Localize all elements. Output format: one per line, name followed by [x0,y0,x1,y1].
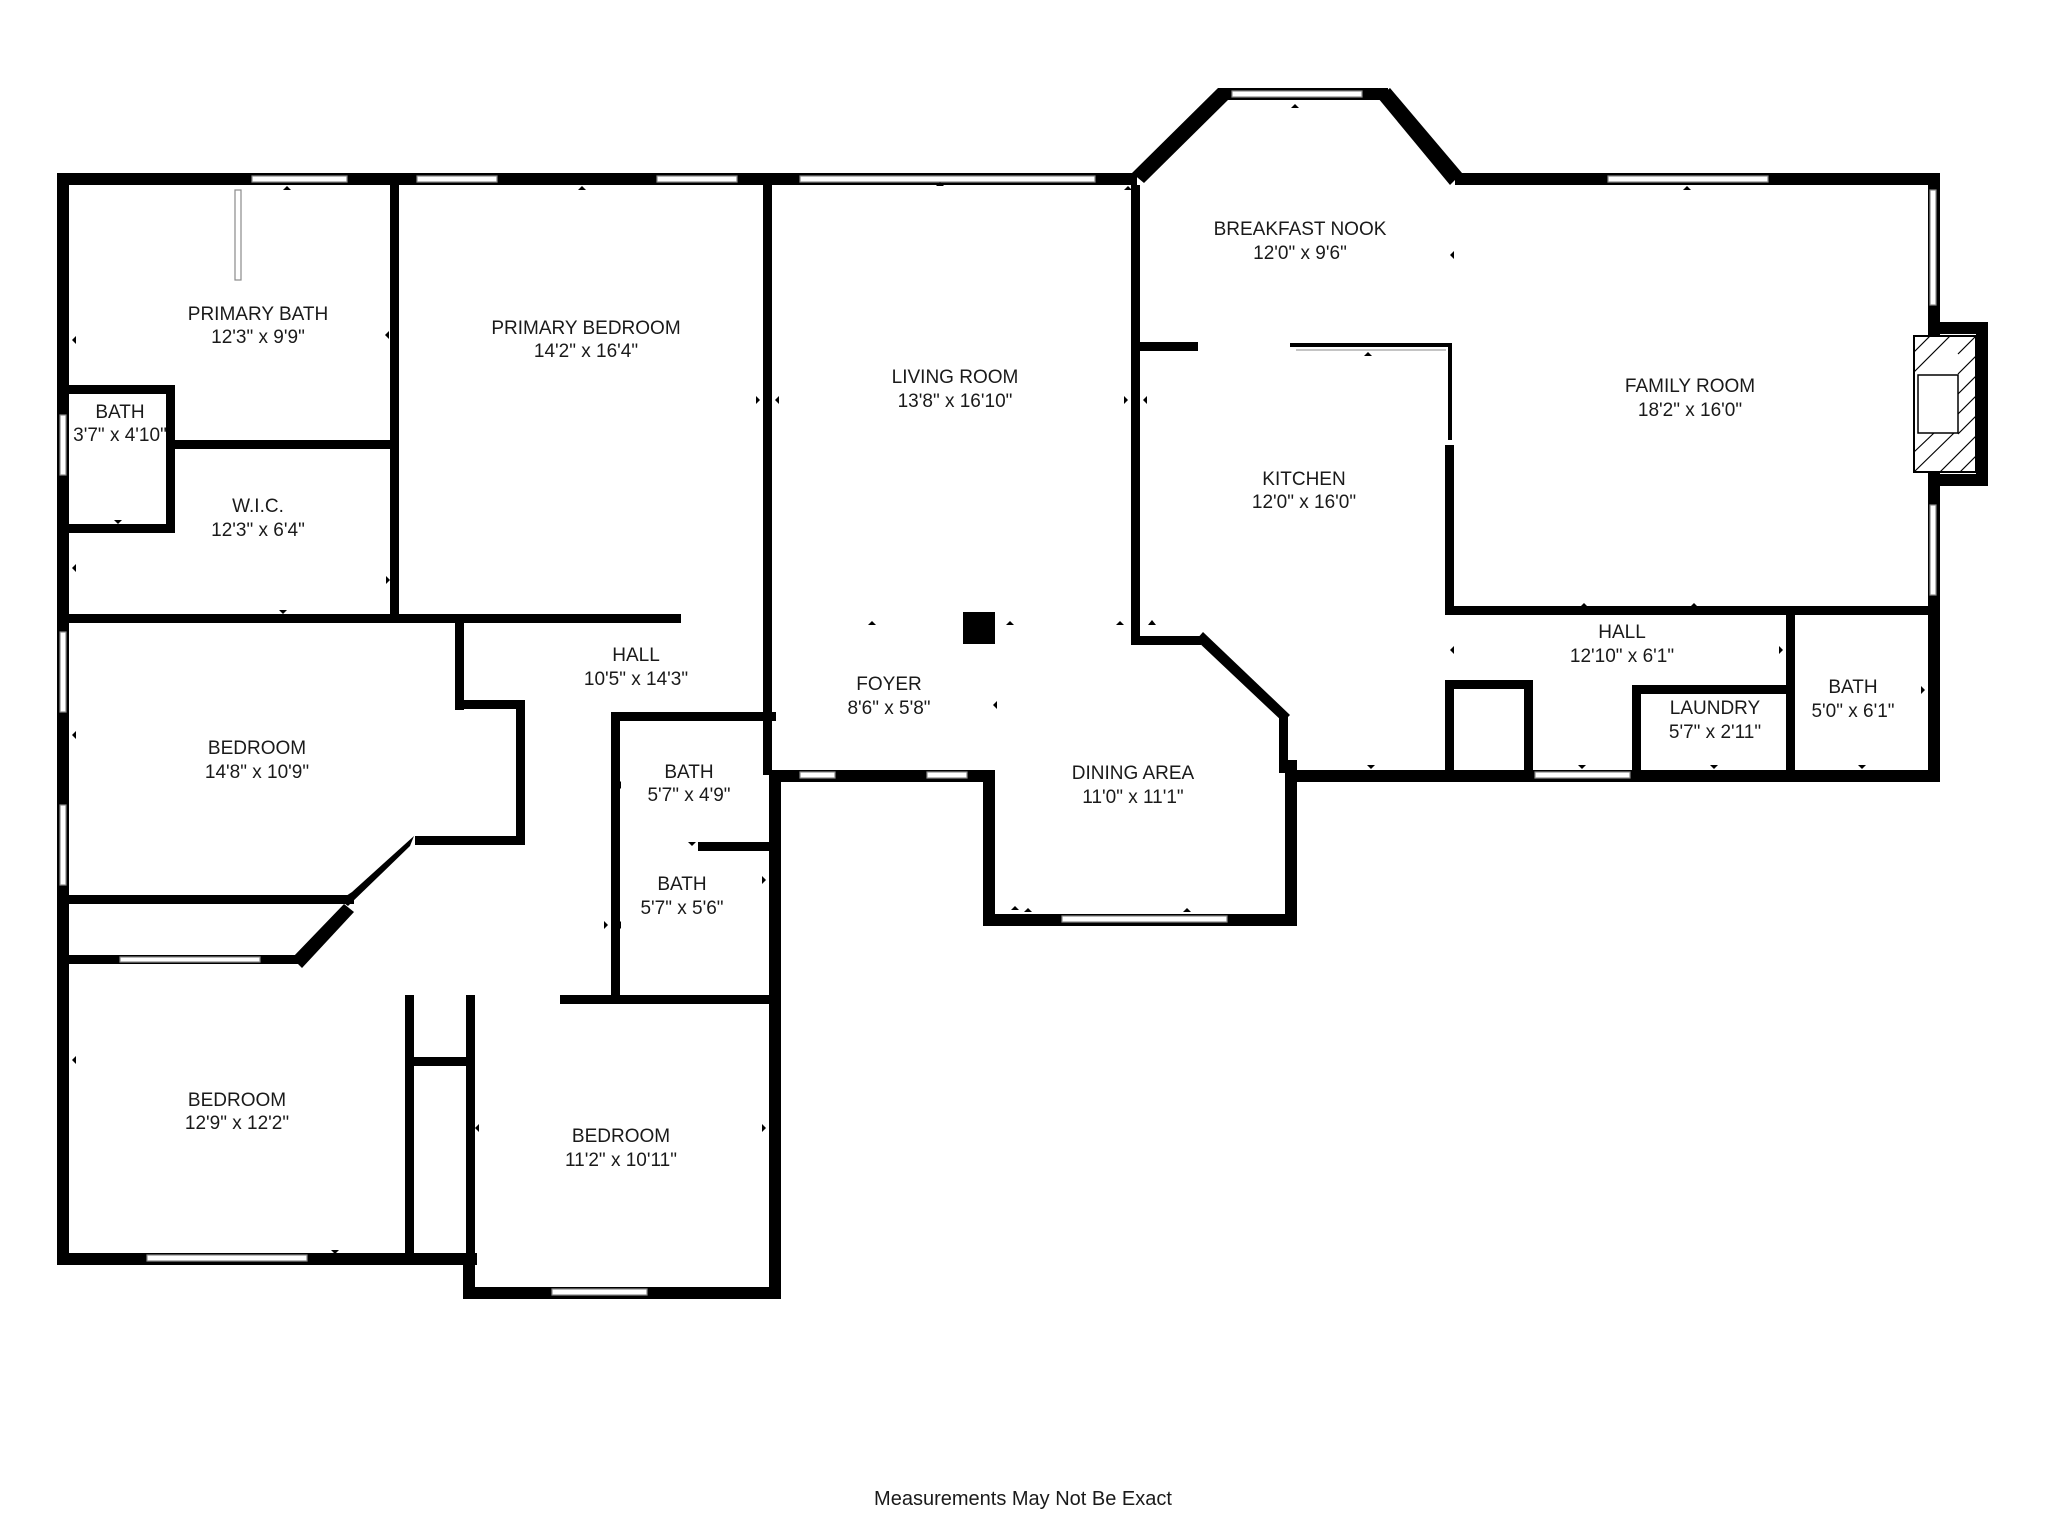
room-dims-bedroom-1: 14'8" x 10'9" [205,762,309,783]
room-dims-breakfast-nook: 12'0" x 9'6" [1253,243,1347,264]
room-name-laundry: LAUNDRY [1670,698,1761,719]
fireplace [1913,335,1977,473]
wall-marker-ticks [72,104,1925,1254]
room-name-foyer: FOYER [856,674,921,695]
room-dims-dining-area: 11'0" x 11'1" [1082,787,1183,808]
room-dims-primary-bath: 12'3" x 9'9" [211,327,305,348]
room-name-hall-west: HALL [612,645,660,666]
room-name-bedroom-2: BEDROOM [188,1090,286,1111]
room-dims-bath-hall-1: 5'7" x 4'9" [647,785,730,806]
room-dims-bath-small: 3'7" x 4'10" [73,425,167,446]
room-dims-foyer: 8'6" x 5'8" [847,698,930,719]
room-dims-bath-hall-2: 5'7" x 5'6" [640,898,723,919]
room-name-primary-bedroom: PRIMARY BEDROOM [491,318,680,339]
room-dims-bedroom-3: 11'2" x 10'11" [565,1150,677,1171]
room-dims-wic: 12'3" x 6'4" [211,520,305,541]
room-name-breakfast-nook: BREAKFAST NOOK [1214,219,1387,240]
room-dims-primary-bedroom: 14'2" x 16'4" [534,341,638,362]
breakfast-bay-walls [1132,88,1462,185]
room-name-bath-hall-1: BATH [664,762,713,783]
room-dims-hall-west: 10'5" x 14'3" [584,669,688,690]
room-name-bedroom-3: BEDROOM [572,1126,670,1147]
windows [59,90,1937,1296]
room-dims-bath-east: 5'0" x 6'1" [1811,701,1894,722]
room-name-bath-small: BATH [95,402,144,423]
kitchen-counter [1290,343,1452,440]
room-dims-family-room: 18'2" x 16'0" [1638,400,1742,421]
room-dims-bedroom-2: 12'9" x 12'2" [185,1113,289,1134]
room-name-wic: W.I.C. [232,496,284,517]
room-name-bedroom-1: BEDROOM [208,738,306,759]
room-dims-laundry: 5'7" x 2'11" [1669,722,1761,743]
room-name-primary-bath: PRIMARY BATH [188,304,328,325]
room-name-bath-hall-2: BATH [657,874,706,895]
measurement-disclaimer: Measurements May Not Be Exact [874,1488,1172,1510]
room-name-bath-east: BATH [1828,677,1877,698]
interior-walls [69,185,1930,1263]
room-name-kitchen: KITCHEN [1262,469,1345,490]
room-name-hall-east: HALL [1598,622,1646,643]
room-name-family-room: FAMILY ROOM [1625,376,1755,397]
room-dims-living-room: 13'8" x 16'10" [898,391,1013,412]
room-dims-hall-east: 12'10" x 6'1" [1570,646,1674,667]
room-dims-kitchen: 12'0" x 16'0" [1252,492,1356,513]
room-name-living-room: LIVING ROOM [892,367,1019,388]
room-labels: PRIMARY BATH 12'3" x 9'9" PRIMARY BEDROO… [73,219,1894,1171]
room-name-dining-area: DINING AREA [1072,763,1195,784]
